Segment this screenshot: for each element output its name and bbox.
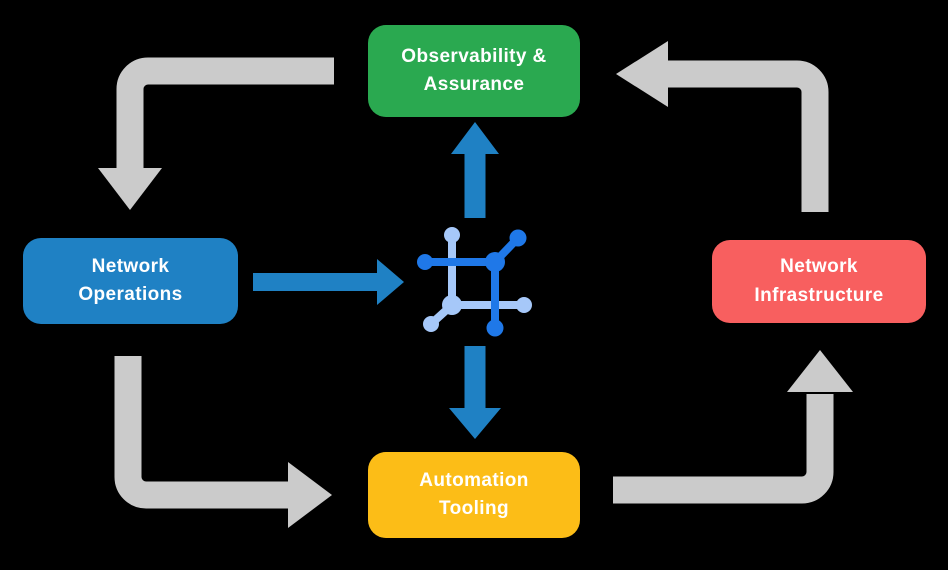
icon-dark-nodes — [417, 229, 527, 337]
arrow-operations-to-hub — [253, 259, 404, 305]
node-automation-tooling: Automation Tooling — [368, 452, 580, 538]
node-label: Network Operations — [78, 255, 183, 306]
node-label: Automation Tooling — [419, 469, 529, 520]
arrow-hub-to-observability — [451, 122, 499, 218]
arrow-head — [787, 350, 853, 392]
node-network-infrastructure: Network Infrastructure — [712, 240, 926, 323]
arrow-shaft — [116, 57, 334, 170]
arrow-head — [288, 462, 332, 528]
arrow-operations-to-automation — [114, 356, 332, 528]
node-network-operations: Network Operations — [23, 238, 238, 324]
icon-light-nodes — [423, 227, 532, 332]
arrow-head — [449, 408, 501, 439]
arrow-head — [616, 41, 668, 107]
arrow-head — [377, 259, 404, 305]
network-automation-icon — [417, 227, 532, 337]
arrow-hub-to-automation — [449, 346, 501, 439]
arrow-observability-to-operations — [98, 57, 334, 210]
arrow-shaft — [613, 394, 834, 504]
node-label: Network Infrastructure — [754, 256, 884, 306]
arrow-head — [451, 122, 499, 154]
arrow-head — [98, 168, 162, 210]
arrow-shaft — [114, 356, 290, 509]
arrow-shaft — [666, 60, 829, 212]
node-label: Observability & Assurance — [401, 45, 547, 96]
node-observability-assurance: Observability & Assurance — [368, 25, 580, 117]
arrow-infrastructure-to-observability — [616, 41, 829, 212]
arrow-automation-to-infrastructure — [613, 350, 853, 504]
